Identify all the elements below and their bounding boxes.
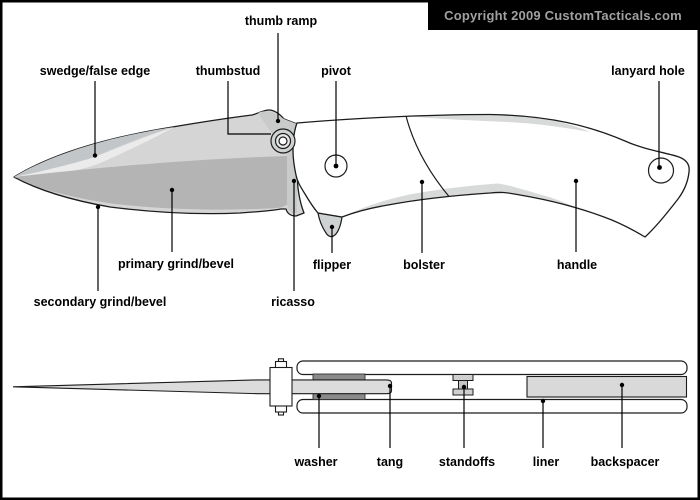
liner-bottom [296,398,688,414]
handle-bottom-shading [342,183,592,217]
label-bolster: bolster [403,257,445,272]
label-handle: handle [556,257,598,272]
label-backspacer: backspacer [590,454,660,469]
label-swedge: swedge/false edge [39,63,151,78]
label-pivot: pivot [321,63,351,78]
open-knife-drawing [13,109,690,238]
copyright-text: Copyright 2009 CustomTacticals.com [444,7,682,23]
label-washer: washer [294,454,338,469]
label-secondary-grind: secondary grind/bevel [33,294,167,309]
lanyard-hole-circle [647,157,675,184]
handle-top-shading [406,113,590,132]
label-lanyard-hole: lanyard hole [611,63,685,78]
label-ricasso: ricasso [271,294,315,309]
copyright-bar [428,0,700,30]
closed-knife-drawing [12,358,688,416]
handle-shape [293,114,690,237]
pivot-assembly [269,358,293,416]
standoff [452,374,474,396]
leader-lines [94,33,660,448]
liner-top [296,360,688,376]
thumbstud-rings [270,128,296,154]
label-standoffs: standoffs [438,454,496,469]
backspacer-bar [526,375,688,398]
flipper-tab [317,212,343,238]
label-flipper: flipper [312,257,352,272]
label-thumb-ramp: thumb ramp [244,13,318,28]
closed-blade-tang [12,379,393,395]
label-tang: tang [376,454,404,469]
swedge-region [14,127,174,177]
label-primary-grind: primary grind/bevel [117,256,235,271]
handle-outline [292,113,690,238]
bolster-line [405,115,450,197]
label-thumbstud: thumbstud [195,63,261,78]
primary-grind-region [14,156,288,210]
leader-dots [92,118,662,404]
label-liner: liner [532,454,560,469]
